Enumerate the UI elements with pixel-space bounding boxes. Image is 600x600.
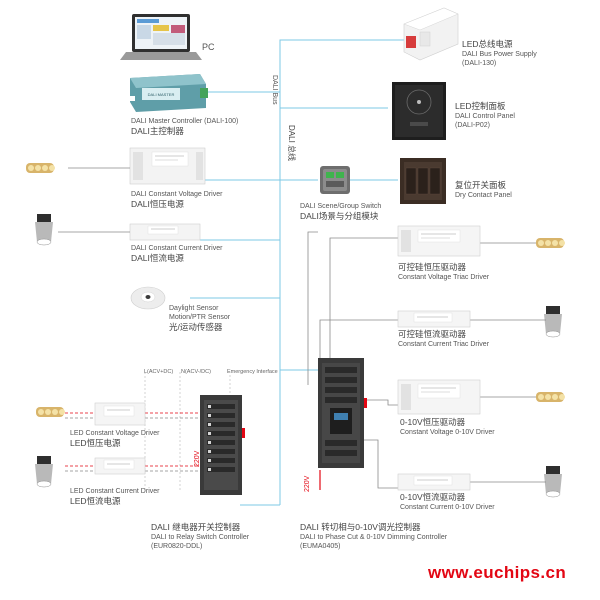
control-panel-device [392,82,446,140]
output-wires [307,231,398,489]
sensor-label-cn: 光/运动传感器 [169,322,223,332]
dry-contact-label-cn: 复位开关面板 [455,180,507,190]
control-panel-label-en1: DALI Control Panel [455,113,515,120]
cc-driver-label: DALI Constant Current Driver DALI恒流电源 [131,244,222,264]
cc-driver-label-en: DALI Constant Current Driver [131,245,223,252]
cv-driver-label-cn: DALI恒压电源 [131,199,184,209]
control-panel-label-cn: LED控制面板 [455,101,506,111]
dimming-label-cn: DALI 转切相与0-10V调光控制器 [300,522,421,532]
cc-010-label: 0-10V恒流驱动器 Constant Current 0-10V Driver [400,492,495,512]
cc-driver-label-cn: DALI恒流电源 [131,253,184,263]
strip-light-icon [36,407,65,417]
cc-triac-label: 可控硅恒流驱动器 Constant Current Triac Driver [398,329,489,349]
wire-l-label: L(ACV+DC) [144,369,174,375]
led-cv-label-cn: LED恒压电源 [70,438,121,448]
master-controller: DALI MASTER [130,74,208,112]
dimming-label-en1: DALI to Phase Cut & 0-10V Dimming Contro… [300,534,448,541]
cv-010-label-en: Constant Voltage 0-10V Driver [400,429,495,436]
pc-laptop [120,14,202,60]
pc-label: PC [202,42,215,52]
relay-controller-device [200,395,242,495]
led-cc-label-en: LED Constant Current Driver [70,488,160,495]
relay-label-en1: DALI to Relay Switch Controller [151,534,250,541]
power-220v-relay: 220V [194,450,201,467]
control-panel-label: LED控制面板 DALI Control Panel (DALI-P02) [455,101,515,130]
scene-switch-device [320,166,350,194]
bus-power-supply [403,7,459,61]
bus-label-cn: DALI 总线 [287,125,296,162]
relay-label-cn: DALI 继电器开关控制器 [151,522,241,532]
cc-010-label-en: Constant Current 0-10V Driver [400,504,495,511]
dry-contact-device [400,158,446,204]
dry-contact-label: 复位开关面板 Dry Contact Panel [455,180,512,200]
power-220v-dimming: 220V [304,475,311,492]
cv-triac-label: 可控硅恒压驱动器 Constant Voltage Triac Driver [398,262,489,282]
cv-010-label-cn: 0-10V恒压驱动器 [400,417,466,427]
bus-power-label-en2: (DALI-130) [462,60,497,67]
dali-cc-driver [129,223,201,241]
dimming-label: DALI 转切相与0-10V调光控制器 DALI to Phase Cut & … [300,522,447,551]
brand-url: www.euchips.cn [428,563,567,582]
wire-n-label: N(ACV-/DC) [181,369,211,375]
sensor-label: Daylight Sensor Motion/PTR Sensor 光/运动传感… [169,304,230,333]
downlight-icon [35,214,53,246]
cv-010-driver [397,379,481,415]
master-label-cn: DALI主控制器 [131,126,184,136]
bus-label-en: DALI Bus [271,75,278,105]
sensor-label-en2: Motion/PTR Sensor [169,314,231,321]
cc-triac-label-en: Constant Current Triac Driver [398,341,490,348]
relay-label-en2: (EUR0820-DDL) [151,543,203,550]
master-screen-text: DALI MASTER [148,92,175,97]
dali-bus-lines [190,39,412,506]
strip-light-icon [26,163,55,173]
master-label-en: DALI Master Controller (DALI-100) [131,118,239,125]
cc-010-driver [397,473,471,491]
led-cv-driver [94,402,146,426]
dimming-controller-device [318,358,364,468]
dimming-label-en2: (EUMA0405) [300,543,341,550]
scene-switch-label: DALI Scene/Group Switch DALI场景与分组模块 [300,202,381,222]
emergency-label: Emergency Interface [227,369,278,375]
bus-power-label-en1: DALI Bus Power Supply [462,51,537,58]
bus-power-label-cn: LED总线电源 [462,39,513,49]
led-cc-label: LED Constant Current Driver LED恒流电源 [70,487,159,507]
led-cc-label-cn: LED恒流电源 [70,496,121,506]
led-cc-driver [94,457,146,475]
cc-010-label-cn: 0-10V恒流驱动器 [400,492,466,502]
scene-switch-label-en: DALI Scene/Group Switch [300,203,382,210]
cv-triac-label-cn: 可控硅恒压驱动器 [398,262,467,272]
led-cv-label: LED Constant Voltage Driver LED恒压电源 [70,429,160,449]
led-cv-label-en: LED Constant Voltage Driver [70,430,160,437]
cv-010-label: 0-10V恒压驱动器 Constant Voltage 0-10V Driver [400,417,495,437]
cv-driver-label: DALI Constant Voltage Driver DALI恒压电源 [131,190,222,210]
control-panel-label-en2: (DALI-P02) [455,122,491,129]
cv-driver-label-en: DALI Constant Voltage Driver [131,191,223,198]
dali-cv-driver [129,147,206,185]
cc-triac-driver [397,310,471,328]
cv-triac-driver [397,225,481,257]
strip-light-icon [536,238,565,248]
dry-contact-label-en: Dry Contact Panel [455,192,512,199]
strip-light-icon [536,392,565,402]
cv-triac-label-en: Constant Voltage Triac Driver [398,274,490,281]
downlight-icon [544,466,562,498]
downlight-icon [544,306,562,338]
relay-label: DALI 继电器开关控制器 DALI to Relay Switch Contr… [151,522,249,551]
sensor-device [130,286,166,310]
bus-power-label: LED总线电源 DALI Bus Power Supply (DALI-130) [462,39,537,68]
lamp-wires [470,242,546,483]
master-label: DALI Master Controller (DALI-100) DALI主控… [131,117,238,137]
scene-switch-label-cn: DALI场景与分组模块 [300,211,379,221]
downlight-icon [35,456,53,488]
cc-triac-label-cn: 可控硅恒流驱动器 [398,329,467,339]
sensor-label-en1: Daylight Sensor [169,305,219,312]
